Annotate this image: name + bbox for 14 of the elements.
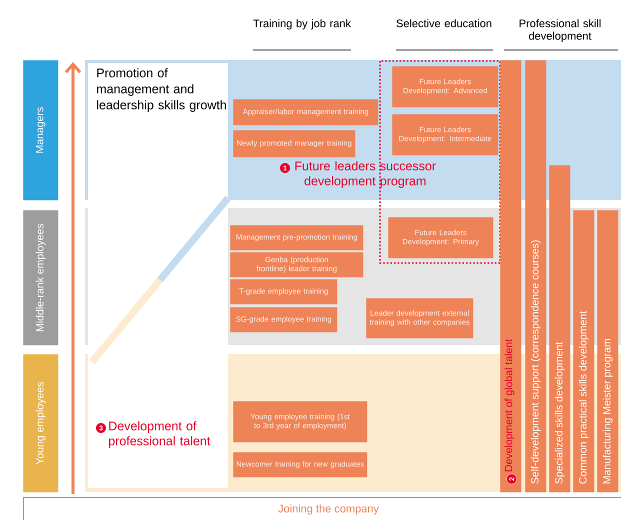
rank-band: Young employees: [23, 354, 58, 492]
rank-band: Managers: [23, 60, 58, 200]
program-title: Future leaders successor development program: [295, 161, 436, 188]
skill-column: Common practical skills development: [573, 210, 594, 492]
skill-column: Self-development support (correspondence courses): [525, 60, 546, 492]
skill-column: Specialized skills development: [549, 165, 570, 492]
baseline-box: Joining the company: [23, 497, 621, 520]
column-heading: Professional skill development: [520, 19, 601, 42]
column-heading: Selective education: [396, 19, 492, 28]
column-heading: Training by job rank: [253, 19, 351, 30]
rank-band: Middle-rank employees: [23, 210, 58, 346]
program-title: Development of professional talent: [109, 421, 210, 448]
panel-title: Promotion of management and leadership skills growth: [97, 68, 226, 112]
skill-column: Manufacturing Meister program: [597, 210, 618, 492]
